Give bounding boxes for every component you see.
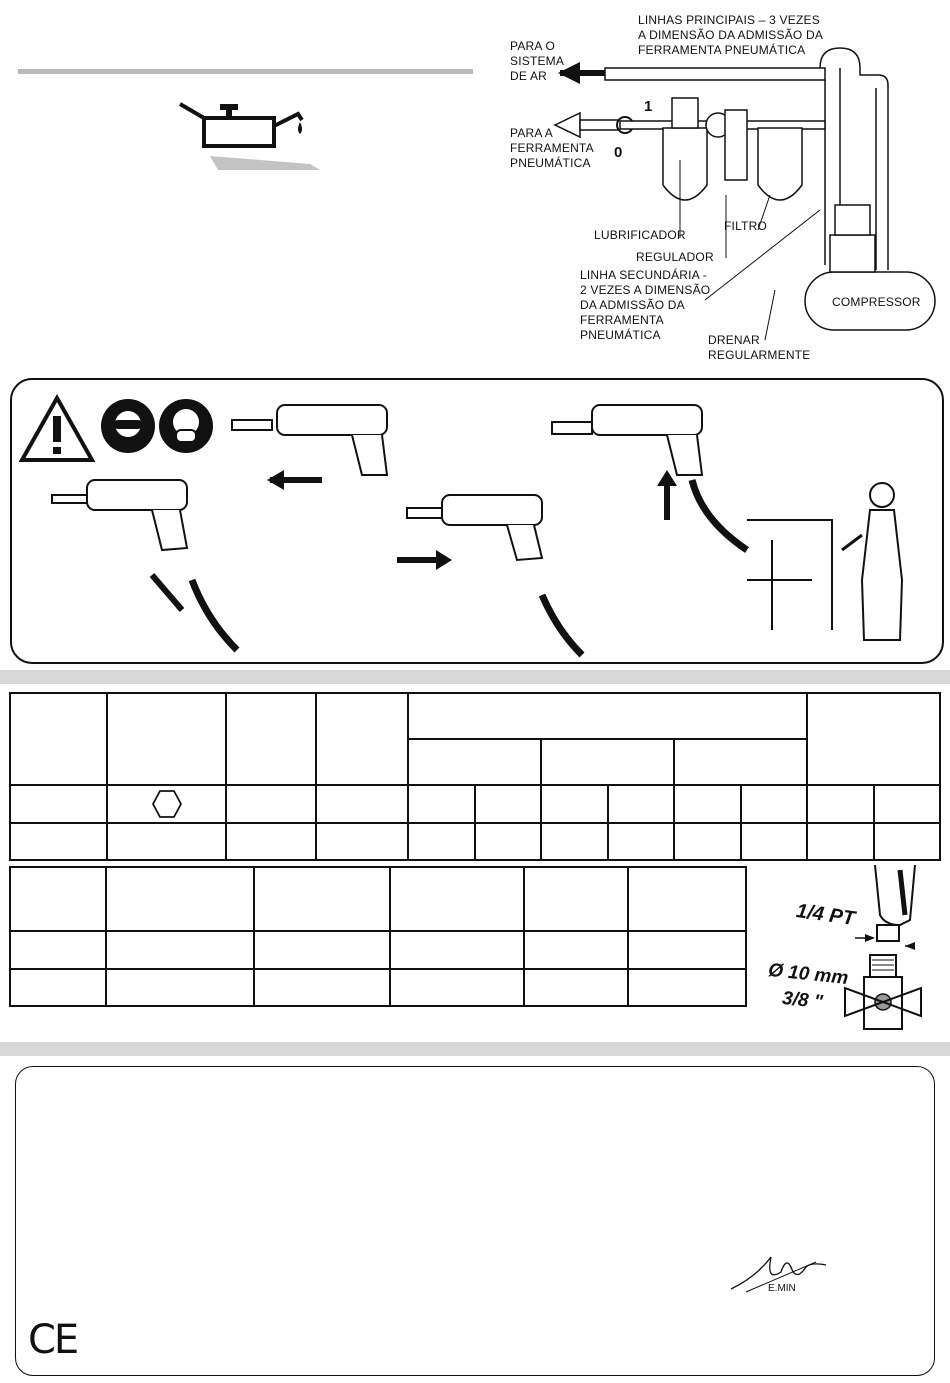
signature-name: E.MIN: [768, 1283, 796, 1294]
specs-cell: [9, 822, 108, 861]
specs-cell: [739, 822, 808, 861]
specs-table: [9, 692, 941, 861]
table2-cell: [627, 930, 747, 970]
air-system-diagram: LINHAS PRINCIPAIS – 3 VEZES A DIMENSÃO D…: [500, 10, 945, 370]
drain-label: DRENAR REGULARMENTE: [708, 333, 811, 362]
specs-subheader-cell: [540, 738, 675, 786]
oil-can-icon: [178, 102, 320, 170]
table2-cell: [627, 968, 747, 1007]
specs-cell: [540, 822, 609, 861]
table2-cell: [253, 968, 391, 1007]
section-bar-specs: [0, 670, 950, 684]
main-lines-label: LINHAS PRINCIPAIS – 3 VEZES A DIMENSÃO D…: [638, 13, 824, 57]
header-rule: [18, 69, 473, 74]
specs-cell: [225, 822, 317, 861]
fitting-drawing: [844, 864, 922, 1030]
filter-label: FILTRO: [724, 219, 767, 233]
signature-icon: [730, 1256, 827, 1293]
specs-header-cell: [9, 692, 108, 786]
specs-cell: [673, 822, 742, 861]
table2-cell: [389, 930, 525, 970]
specs-cell: [606, 784, 675, 824]
valve-off-label: 0: [614, 144, 623, 161]
table2-header-cell: [9, 866, 107, 932]
specs-header-cell: [806, 692, 941, 786]
specs-cell: [872, 822, 941, 861]
specs-cell: [739, 784, 808, 824]
specs-cell: [407, 822, 476, 861]
specs-cell: [606, 822, 675, 861]
compressor-label: COMPRESSOR: [832, 295, 921, 309]
specs-cell: [407, 784, 476, 824]
table2-cell: [9, 968, 107, 1007]
specs-cell: [315, 784, 409, 824]
connection-procedure-box: [10, 378, 944, 664]
specs-cell: [673, 784, 742, 824]
air-system-lines: [553, 47, 936, 341]
to-tool-label: PARA A FERRAMENTA PNEUMÁTICA: [510, 126, 594, 170]
specs-subheader-cell: [407, 738, 542, 786]
secondary-line-label: LINHA SECUNDÁRIA - 2 VEZES A DIMENSÃO DA…: [580, 268, 711, 342]
to-air-system-label: PARA O SISTEMA DE AR: [510, 39, 565, 83]
lubricator-label: LUBRIFICADOR: [594, 228, 686, 242]
table2-header-cell: [389, 866, 525, 932]
table2-cell: [105, 968, 255, 1007]
specs-cell: [9, 784, 108, 824]
specs-cell: [225, 784, 317, 824]
specs-cell: [315, 822, 409, 861]
section-bar-declaration: [0, 1042, 950, 1056]
table2-header-cell: [105, 866, 255, 932]
table2-header-cell: [253, 866, 391, 932]
specs-cell: [473, 784, 542, 824]
table2-cell: [389, 968, 525, 1007]
specs-header-cell: [106, 692, 227, 786]
table2-cell: [253, 930, 391, 970]
specs-header-cell: [315, 692, 409, 786]
table2-cell: [523, 968, 629, 1007]
table2-cell: [9, 930, 107, 970]
safety-goggles-icon: [101, 399, 155, 453]
specs-subheader-cell: [673, 738, 808, 786]
hexagon-icon: [151, 790, 182, 818]
specs-cell: [106, 822, 227, 861]
specs-cell: [106, 784, 227, 824]
noise-vibration-table: [9, 866, 747, 1007]
valve-on-label: 1: [644, 98, 653, 115]
specs-cell: [806, 784, 875, 824]
specs-cell: [540, 784, 609, 824]
specs-cell: [473, 822, 542, 861]
tool-connection-illustrations: [51, 404, 904, 658]
specs-header-cell: [225, 692, 317, 786]
table2-header-cell: [523, 866, 629, 932]
specs-header-cell: [407, 692, 808, 740]
specs-cell: [806, 822, 875, 861]
table2-cell: [523, 930, 629, 970]
ce-mark-icon: CE: [28, 1317, 79, 1363]
warning-triangle-icon: [18, 394, 96, 462]
declaration-box: E.MIN CE: [15, 1066, 935, 1376]
table2-cell: [105, 930, 255, 970]
hose-inch-label: 3/8 ": [781, 987, 824, 1014]
respirator-mask-icon: [159, 399, 213, 453]
specs-cell: [872, 784, 941, 824]
air-inlet-connection-diagram: 1/4 PT Ø 10 mm 3/8 ": [760, 860, 945, 1030]
table2-header-cell: [627, 866, 747, 932]
regulator-label: REGULADOR: [636, 250, 714, 264]
